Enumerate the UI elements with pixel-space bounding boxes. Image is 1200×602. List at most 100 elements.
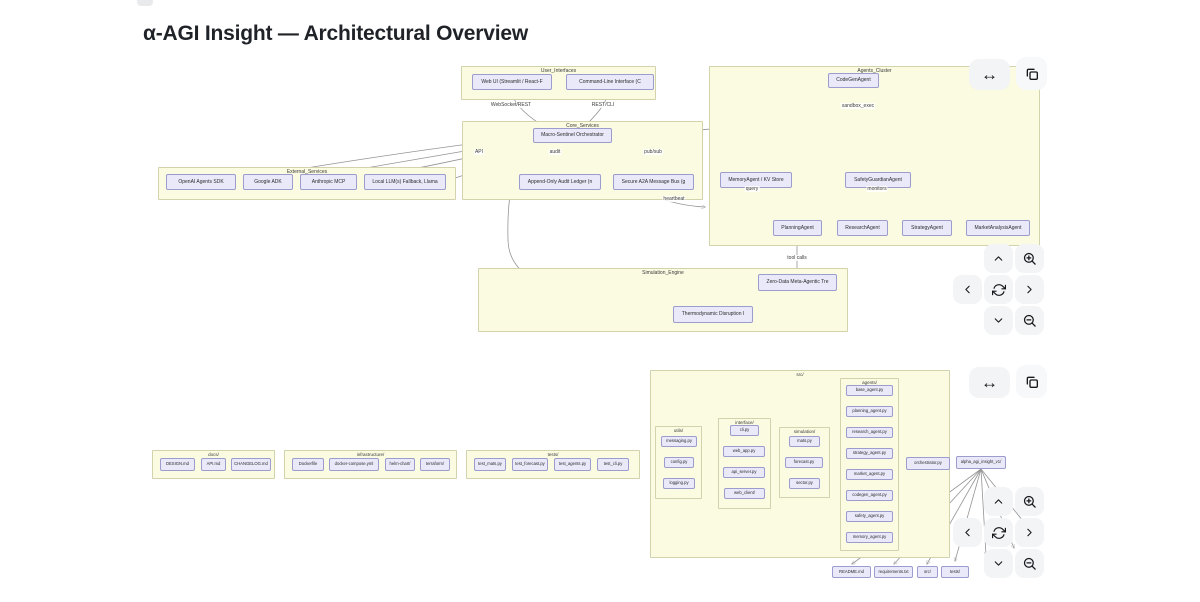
edge-label-websocket-rest: WebSocket/REST [489,102,533,108]
expand-width-button-2[interactable]: ↔ [969,367,1010,398]
node-dockerfile: Dockerfile [292,458,324,471]
node-terraform: terraform/ [420,458,450,471]
node-test-agents-py: test_agents.py [554,458,591,471]
edge-label-api: API [473,149,485,155]
expand-width-icon: ↔ [981,64,998,84]
node-base-agent-py: base_agent.py [846,385,893,396]
node-google-adk: Google ADK [243,174,293,190]
zoom-out-button[interactable] [1015,306,1044,335]
node-strategy-agent-py: strategy_agent.py [846,448,893,459]
node-safety-agent-py: safety_agent.py [846,511,893,522]
subgraph-label-core-services: Core_Services [566,123,599,129]
pan-left-button-2[interactable] [953,518,982,547]
node-market-agent-py: market_agent.py [846,469,893,480]
subgraph-label-agents-cluster: Agents_Cluster [857,68,892,74]
node-web-ui-streamlit-react-f: Web UI (Streamlit / React-F [472,74,552,90]
node-secure-a2a-message-bus-g: Secure A2A Message Bus (g [613,174,694,190]
node-cli-py: cli.py [730,425,759,436]
node-append-only-audit-ledger-n: Append-Only Audit Ledger (n [519,174,601,190]
node-config-py: config.py [664,457,694,468]
node-researchagent: ResearchAgent [837,220,888,236]
expand-width-icon: ↔ [981,372,998,392]
copy-icon [1026,68,1038,80]
node-planning-agent-py: planning_agent.py [846,406,893,417]
pan-up-button-2[interactable] [984,487,1013,516]
node-research-agent-py: research_agent.py [846,427,893,438]
node-macro-sentinel-orchestrator: Macro-Sentinel Orchestrator [533,128,612,143]
node-local-llm-s-fallback-llama: Local LLM(s) Fallback, Llama [364,174,446,190]
zoom-in-icon [1023,495,1036,508]
node-thermodynamic-disruption-i: Thermodynamic Disruption I [673,306,753,323]
chevron-down-icon [994,561,1003,566]
refresh-icon [991,526,1006,539]
pan-left-button[interactable] [953,275,982,304]
node-logging-py: logging.py [663,478,695,489]
edge-label-pub-sub: pub/sub [643,149,663,155]
zoom-out-button-2[interactable] [1015,549,1044,578]
zoom-out-icon [1023,314,1036,327]
chevron-left-icon [965,285,970,294]
node-docker-compose-yml: docker-compose.yml [329,458,379,471]
subgraph-label-utils: utils/ [673,428,684,433]
node-sector-py: sector.py [789,478,820,489]
zoom-in-button-2[interactable] [1015,487,1044,516]
node-mats-py: mats.py [789,436,820,447]
scroll-artifact [137,0,153,6]
zoom-in-button[interactable] [1015,244,1044,273]
node-codegen-agent-py: codegen_agent.py [846,490,893,501]
pan-up-button[interactable] [984,244,1013,273]
chevron-down-icon [994,318,1003,323]
node-test-forecast-py: test_forecast.py [512,458,548,471]
node-safetyguardianagent: SafetyGuardianAgent [845,172,911,188]
edge-label-query: query [744,186,760,192]
subgraph-label-docs: docs/ [208,452,219,457]
node-web-client: web_client/ [724,488,765,499]
node-api-server-py: api_server.py [723,467,765,478]
pan-down-button[interactable] [984,306,1013,335]
subgraph-label-simulation: simulation/ [793,429,816,434]
node-test-mats-py: test_mats.py [474,458,506,471]
reset-view-button[interactable] [984,275,1013,304]
node-test-cli-py: test_cli.py [597,458,629,471]
copy-diagram-button-2[interactable] [1016,365,1047,398]
copy-diagram-button[interactable] [1016,57,1047,90]
page-title: α-AGI Insight — Architectural Overview [143,22,528,46]
refresh-icon [991,283,1006,296]
node-strategyagent: StrategyAgent [902,220,952,236]
subgraph-label-user-interfaces: User_Interfaces [540,68,577,74]
edge-label-heartbeat: heartbeat [662,196,686,202]
copy-icon [1026,376,1038,388]
edge-label-sandbox-exec: sandbox_exec [840,103,876,109]
subgraph-label-agents: agents/ [862,380,877,385]
edge-label-tool-calls: tool calls [786,255,808,261]
node-design-md: DESIGN.md [160,458,195,471]
node-alpha-agi-insight-v1: alpha_agi_insight_v1/ [956,456,1006,469]
node-anthropic-mcp: Anthropic MCP [300,174,357,190]
subgraph-agents: agents/ [840,378,899,551]
node-requirements-txt: requirements.txt [874,566,913,578]
pan-right-button[interactable] [1015,275,1044,304]
node-readme-md: README.md [832,566,871,578]
node-codegenagent: CodeGenAgent [828,73,879,88]
subgraph-label-interface: interface/ [735,420,754,425]
expand-width-button[interactable]: ↔ [969,59,1010,90]
node-marketanalysisagent: MarketAnalysisAgent [966,220,1030,236]
node-helm-chart: helm-chart/ [385,458,415,471]
node-messaging-py: messaging.py [661,436,697,447]
node-changelog-md: CHANGELOG.md [231,458,271,471]
pan-right-button-2[interactable] [1015,518,1044,547]
subgraph-label-external-services: External_Services [286,169,328,175]
chevron-right-icon [1027,528,1032,537]
node-api-md: API.md [201,458,226,471]
chevron-up-icon [994,256,1003,261]
pan-down-button-2[interactable] [984,549,1013,578]
node-zero-data-meta-agentic-tre: Zero-Data Meta-Agentic Tre [758,274,837,291]
node-planningagent: PlanningAgent [773,220,822,236]
subgraph-label-tests: tests/ [547,452,559,457]
reset-view-button-2[interactable] [984,518,1013,547]
node-src: src/ [917,566,938,578]
subgraph-agents-cluster: Agents_Cluster [709,66,1040,246]
node-tests: tests/ [941,566,969,578]
